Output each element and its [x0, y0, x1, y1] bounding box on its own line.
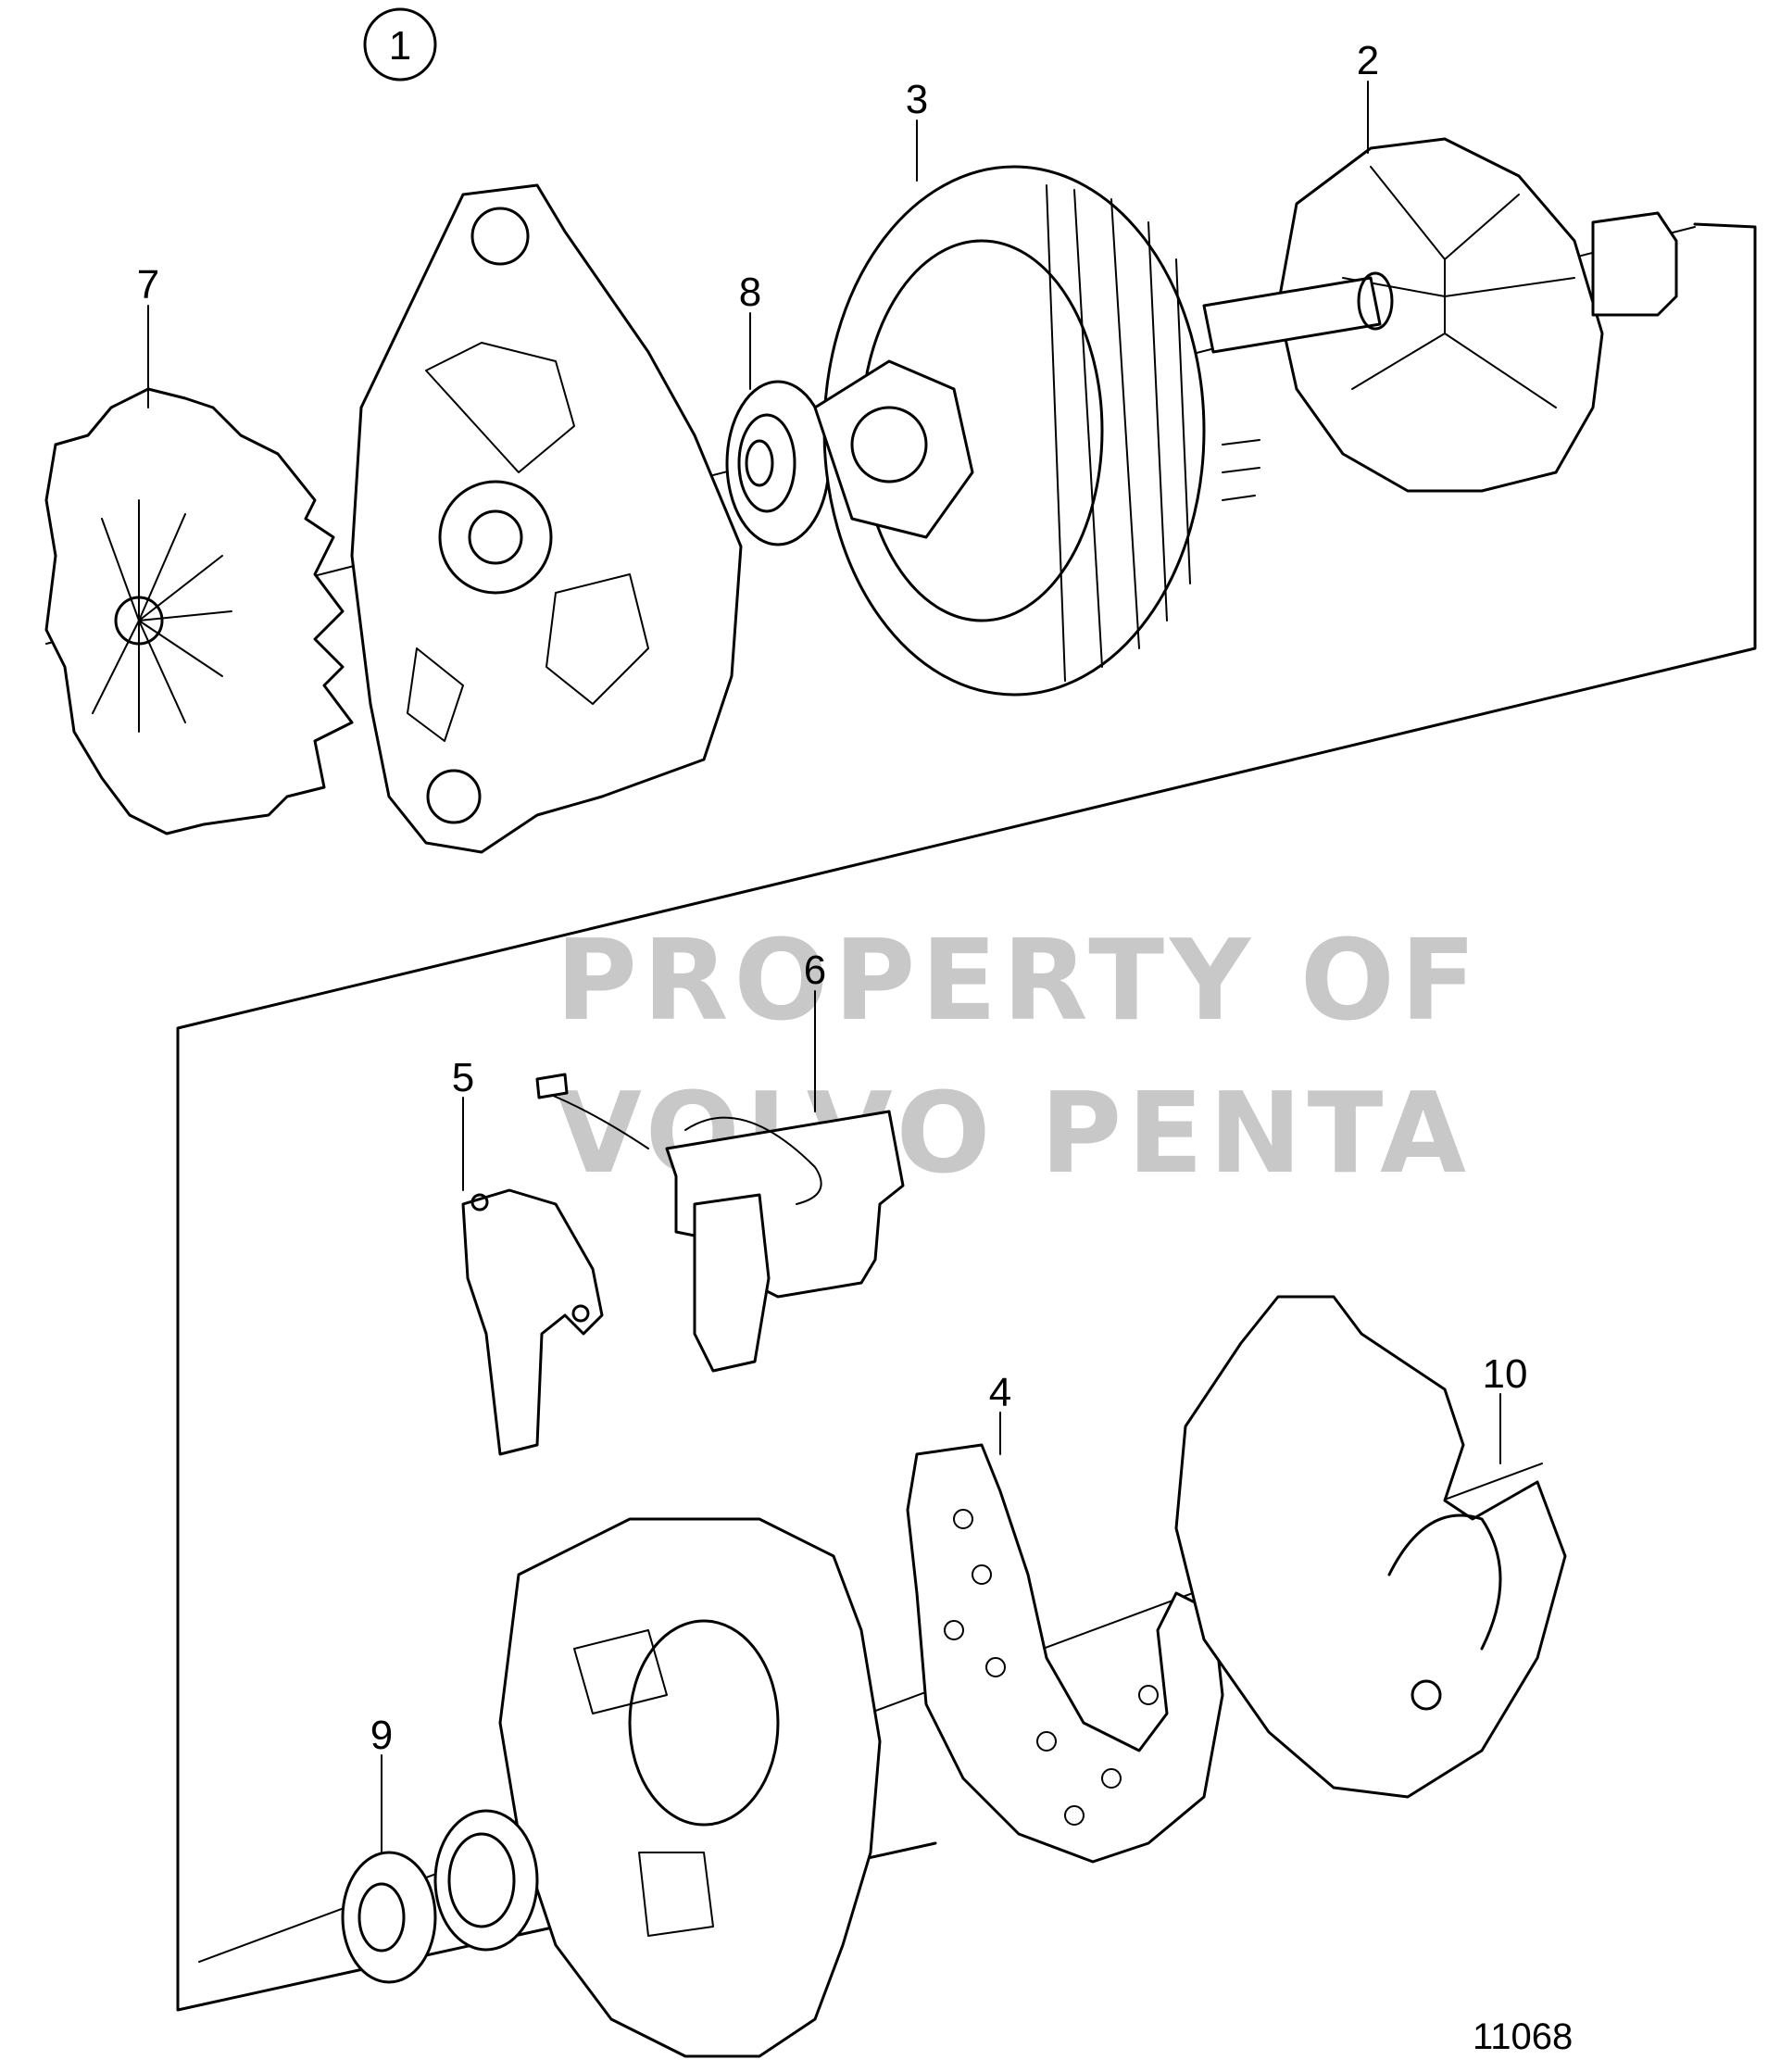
bearing-part-8	[725, 380, 831, 546]
watermark: PROPERTY OF VOLVO PENTA	[556, 917, 1482, 1199]
callout-4: 4	[989, 1370, 1011, 1415]
brush-holder-part-5	[461, 1188, 604, 1456]
callout-10: 10	[1483, 1351, 1528, 1397]
slip-ring-end-housing	[498, 1517, 882, 2058]
leader-lines	[147, 81, 1501, 1853]
rectifier-part-4	[906, 1443, 1224, 1864]
callout-3: 3	[906, 77, 928, 122]
group-callout: 1	[363, 7, 437, 82]
callout-2: 2	[1357, 38, 1379, 83]
callout-7: 7	[137, 262, 159, 308]
stator-part-3	[813, 165, 1260, 697]
upper-panel-frame	[176, 222, 1757, 2012]
callout-8: 8	[739, 270, 761, 315]
watermark-line-1: PROPERTY OF	[556, 917, 1482, 1046]
bearing-part-9	[341, 1809, 539, 1984]
group-callout-label: 1	[389, 23, 411, 69]
fan-part-7	[44, 387, 354, 835]
rotor-part-2	[1202, 137, 1678, 493]
drive-end-bracket	[350, 183, 743, 854]
callout-5: 5	[452, 1055, 474, 1100]
callout-9: 9	[370, 1713, 393, 1758]
regulator-part-6	[535, 1073, 905, 1373]
cover-part-10	[1174, 1295, 1567, 1799]
callout-6: 6	[804, 948, 826, 993]
drawing-number: 11068	[1473, 2016, 1573, 2057]
